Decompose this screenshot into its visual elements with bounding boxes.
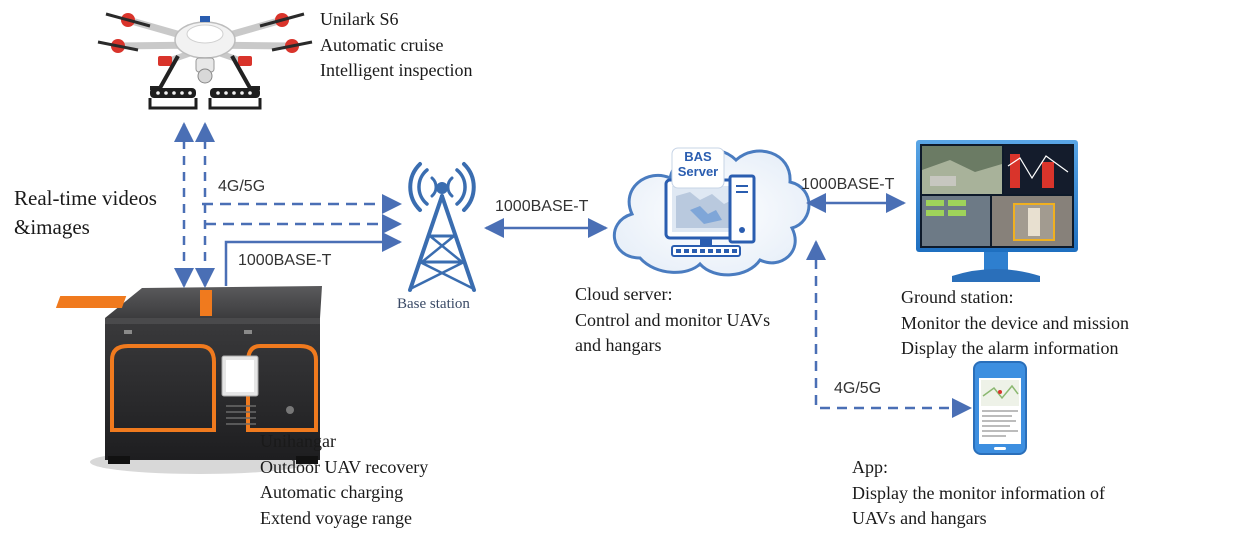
link-label-cloud-app: 4G/5G: [834, 380, 882, 397]
drone-feature-cruise: Automatic cruise: [320, 34, 444, 55]
cloud-server-image: [613, 147, 811, 277]
hangar-image: [55, 286, 322, 474]
realtime-line-2: &images: [14, 215, 90, 239]
ground-desc-line-1: Monitor the device and mission: [901, 312, 1129, 333]
cloud-desc-line-2: and hangars: [575, 335, 662, 355]
server-badge: BAS Server: [672, 149, 724, 179]
drone-caption: Unilark S6 Automatic cruise Intelligent …: [320, 7, 472, 84]
app-caption: App: Display the monitor information of …: [852, 455, 1105, 532]
ground-title: Ground station:: [901, 287, 1014, 307]
app-desc-line-2: UAVs and hangars: [852, 508, 987, 528]
ground-station-monitor-image: [916, 140, 1078, 282]
hangar-caption: Unihangar Outdoor UAV recovery Automatic…: [260, 429, 428, 531]
connection-arrows: [174, 122, 972, 418]
realtime-line-1: Real-time videos: [14, 186, 157, 210]
link-label-hangar-ethernet: 1000BASE-T: [238, 252, 332, 269]
link-label-base-cloud: 1000BASE-T: [495, 198, 589, 215]
hangar-name: Unihangar: [260, 431, 336, 451]
base-station-label: Base station: [397, 296, 470, 312]
drone-name: Unilark S6: [320, 9, 399, 29]
link-label-cloud-ground: 1000BASE-T: [801, 176, 895, 193]
app-desc-line-1: Display the monitor information of: [852, 482, 1105, 503]
realtime-caption: Real-time videos &images: [14, 184, 157, 242]
drone-image: [97, 12, 313, 110]
arrow-ethernet-to-base: [224, 232, 402, 286]
hangar-feature-range: Extend voyage range: [260, 507, 412, 528]
ground-caption: Ground station: Monitor the device and m…: [901, 285, 1129, 362]
ground-desc-line-2: Display the alarm information: [901, 338, 1119, 358]
mobile-app-phone-image: [973, 361, 1027, 455]
server-badge-line-2: Server: [677, 164, 719, 179]
app-title: App:: [852, 457, 888, 477]
cloud-title: Cloud server:: [575, 284, 673, 304]
link-label-hangar-4g: 4G/5G: [218, 178, 266, 195]
server-badge-line-1: BAS: [684, 149, 712, 164]
drone-feature-inspection: Intelligent inspection: [320, 60, 473, 80]
cloud-caption: Cloud server: Control and monitor UAVs a…: [575, 282, 770, 359]
hangar-feature-recovery: Outdoor UAV recovery: [260, 456, 429, 477]
cloud-desc-line-1: Control and monitor UAVs: [575, 309, 771, 330]
arrow-cloud-app: [806, 240, 972, 418]
hangar-feature-charging: Automatic charging: [260, 482, 404, 502]
base-station-tower-icon: [408, 162, 476, 292]
